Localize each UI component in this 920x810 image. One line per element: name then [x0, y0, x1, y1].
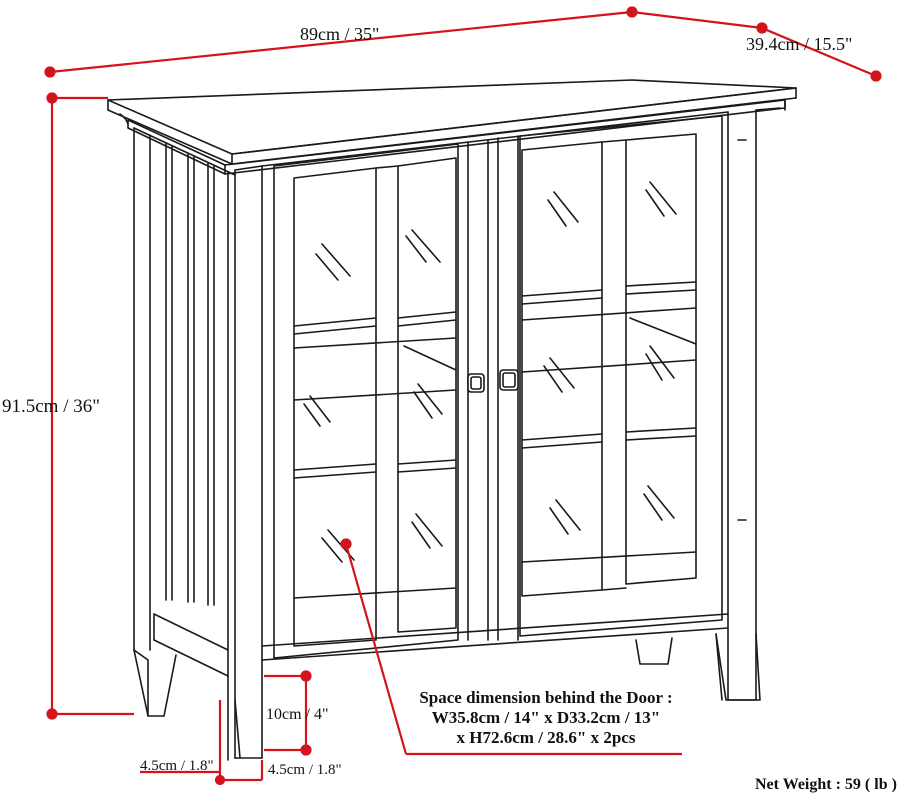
- depth-dimension-line: [631, 10, 882, 82]
- door-knob-right: [499, 369, 519, 391]
- door-knob-left: [467, 373, 485, 393]
- space-note-line1: Space dimension behind the Door :: [419, 688, 673, 707]
- width-label: 89cm / 35": [300, 24, 380, 44]
- width-dimension-line: [44, 6, 638, 78]
- depth-label: 39.4cm / 15.5": [746, 34, 853, 54]
- leg-height-dimension-line: [264, 670, 312, 756]
- cabinet-left-side: [133, 127, 236, 761]
- cabinet-front-frame: [234, 107, 781, 759]
- net-weight-label: Net Weight : 59 ( lb ): [755, 776, 897, 793]
- space-dimension-note: Space dimension behind the Door : W35.8c…: [410, 688, 682, 748]
- space-callout-line: [340, 538, 682, 756]
- right-front-leg: [715, 633, 761, 701]
- height-label: 91.5cm / 36": [2, 396, 100, 417]
- leg-width-side-label: 4.5cm / 1.8": [268, 762, 342, 778]
- leg-width-dimension-line: [140, 700, 264, 786]
- leg-width-front-label: 4.5cm / 1.8": [140, 758, 214, 774]
- leg-height-label: 10cm / 4": [266, 706, 329, 723]
- height-dimension-line: [46, 92, 134, 720]
- space-note-line3: x H72.6cm / 28.6" x 2pcs: [456, 728, 636, 747]
- space-note-line2: W35.8cm / 14" x D33.2cm / 13": [431, 708, 661, 727]
- right-door: [519, 115, 723, 637]
- cabinet-top: [107, 79, 797, 175]
- left-door: [273, 143, 459, 659]
